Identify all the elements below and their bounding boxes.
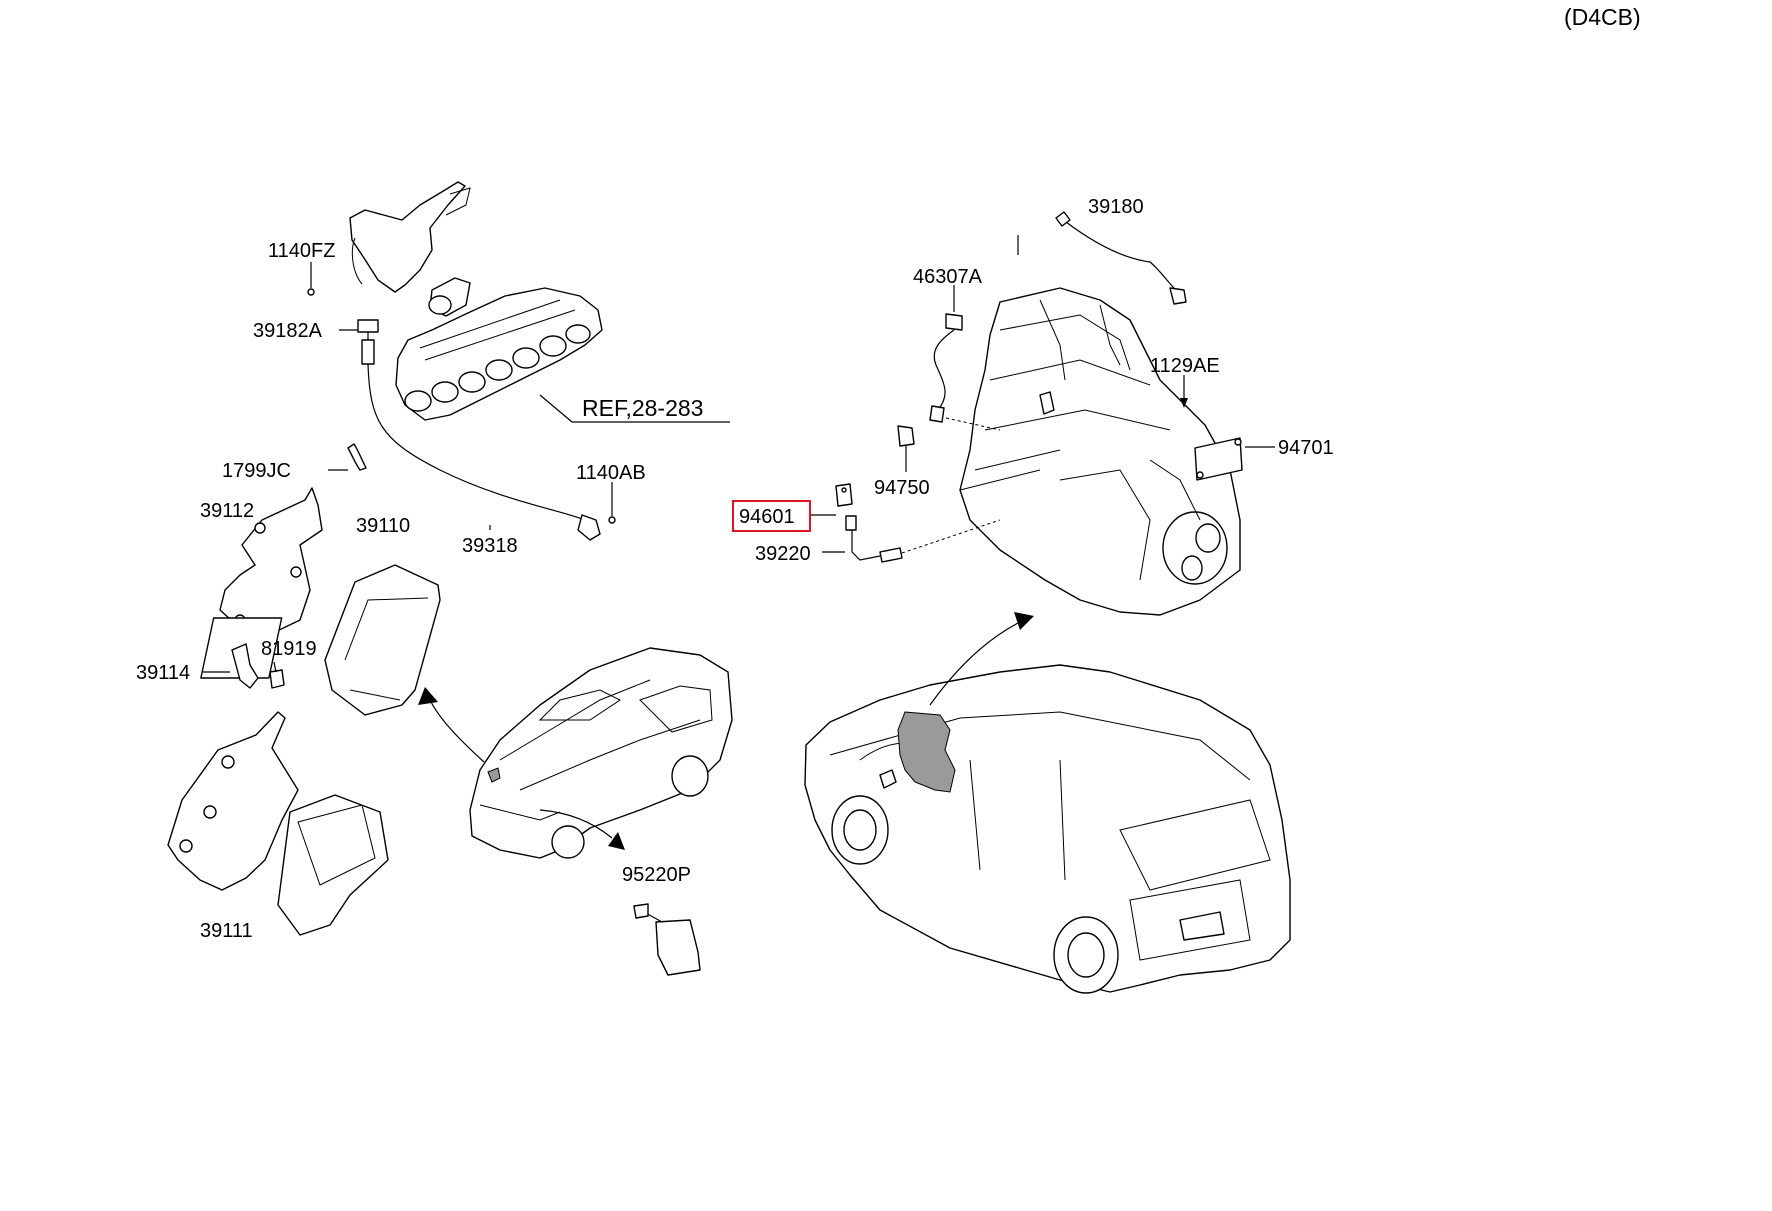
bolt-1129ae-part — [1180, 378, 1188, 408]
callout-39114: 39114 — [136, 662, 190, 684]
callout-39110: 39110 — [356, 515, 410, 537]
callout-1799jc: 1799JC — [222, 460, 291, 482]
ecu-39110-part — [200, 564, 441, 716]
clip-1799jc-part — [347, 443, 367, 471]
van-front-view-part — [469, 647, 733, 859]
callout-94601[interactable]: 94601 — [739, 506, 795, 528]
callout-1140fz: 1140FZ — [268, 240, 335, 262]
callout-95220p: 95220P — [622, 864, 691, 886]
engine-block-part — [959, 287, 1241, 616]
callout-1129ae: 1129AE — [1150, 355, 1220, 377]
callout-ref-28-283: REF,28-283 — [582, 395, 703, 421]
callout-46307a: 46307A — [913, 266, 983, 288]
callout-39180: 39180 — [1088, 196, 1144, 218]
callout-39182a: 39182A — [253, 320, 323, 342]
arrow-head-relay — [608, 832, 625, 850]
intake-manifold-part — [395, 277, 603, 421]
leader-lines — [203, 235, 1275, 673]
sensor-39182a-part — [357, 319, 586, 521]
plate-94701-part — [1194, 437, 1243, 481]
sensor-39180-part — [1055, 211, 1187, 305]
sensor-46307a-part — [929, 313, 963, 423]
arrow-head-engine — [1014, 612, 1034, 630]
callout-39111: 39111 — [200, 920, 253, 942]
sensor-39220-part — [835, 483, 1001, 563]
bracket-39111-part — [167, 711, 389, 936]
engine-code-label: (D4CB) — [1564, 4, 1641, 30]
arrow-to-engine — [929, 621, 1021, 706]
highlight-box-94601 — [732, 500, 811, 532]
bracket-39114-part — [231, 643, 259, 689]
relay-95220p-part — [633, 903, 701, 976]
sensor-94750-part — [897, 425, 915, 470]
callout-39318: 39318 — [462, 535, 518, 557]
callout-81919: 81919 — [261, 638, 317, 660]
sensor-1140ab-part — [577, 486, 616, 541]
callout-94750: 94750 — [874, 477, 930, 499]
callout-39112: 39112 — [200, 500, 254, 522]
callout-1140ab: 1140AB — [576, 462, 646, 484]
bolt-1140fz-part — [307, 262, 315, 296]
arrow-to-ecu — [429, 699, 485, 763]
arrow-head-ecu — [418, 687, 438, 705]
callout-39220: 39220 — [755, 543, 811, 565]
van-rear-view-part — [804, 664, 1291, 994]
arrow-to-relay — [539, 809, 613, 839]
bolt-81919-part — [269, 661, 285, 689]
callout-94701: 94701 — [1278, 437, 1334, 459]
engine-cover-part — [349, 181, 471, 293]
